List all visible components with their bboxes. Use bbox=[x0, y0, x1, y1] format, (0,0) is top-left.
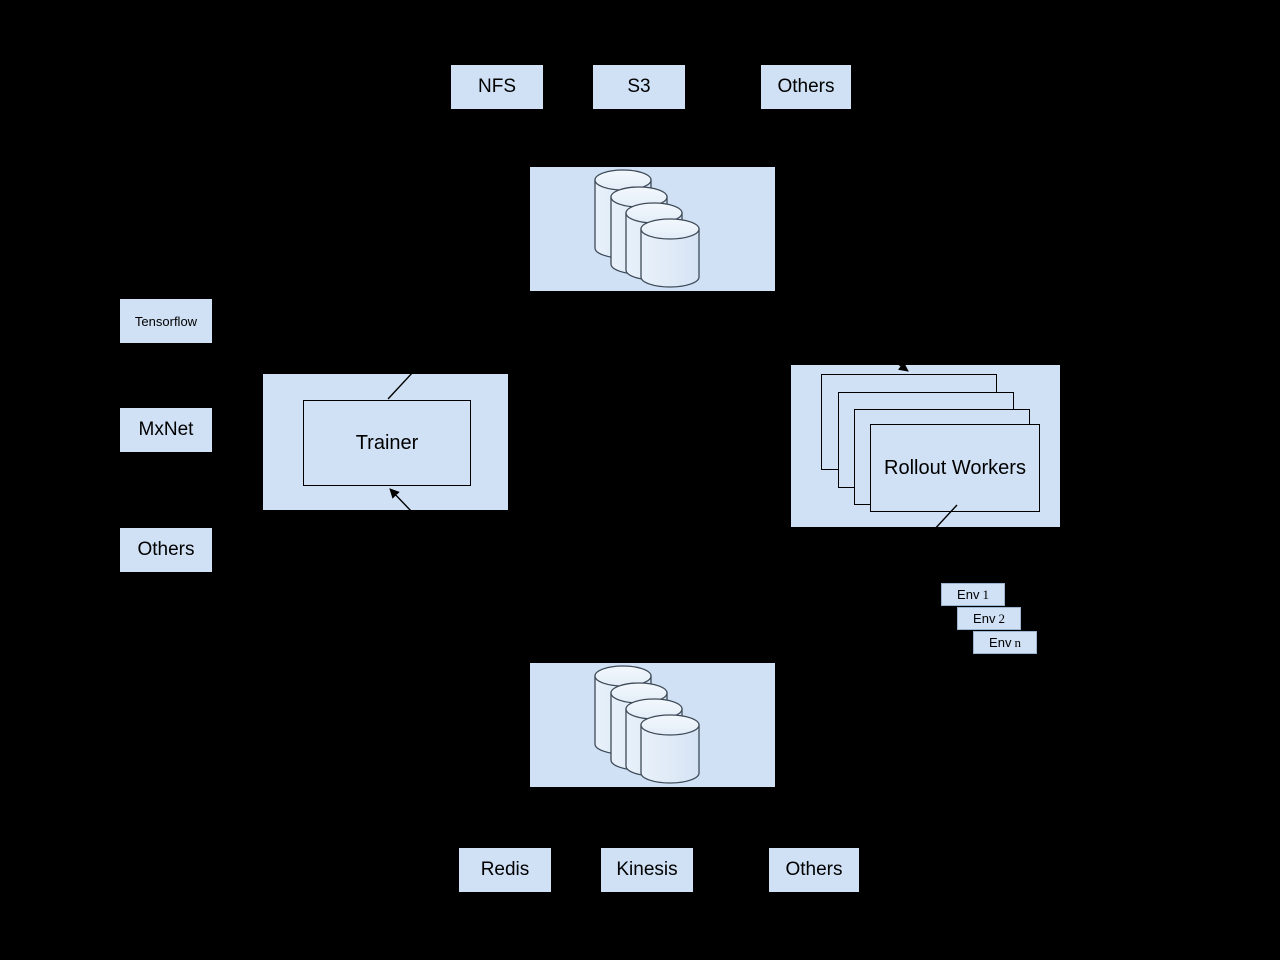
framework-others[interactable]: Others bbox=[120, 528, 212, 572]
env-chip-1-name: Env bbox=[957, 587, 980, 602]
env-chip-n-name: Env bbox=[989, 635, 1012, 650]
framework-tensorflow-label: Tensorflow bbox=[134, 313, 198, 329]
queue-backend-kinesis-label: Kinesis bbox=[616, 859, 678, 880]
env-chip-2-name: Env bbox=[973, 611, 996, 626]
storage-backend-others[interactable]: Others bbox=[761, 65, 851, 109]
storage-backend-nfs-label: NFS bbox=[478, 76, 516, 97]
framework-mxnet[interactable]: MxNet bbox=[120, 408, 212, 452]
storage-backend-s3[interactable]: S3 bbox=[593, 65, 685, 109]
queue-backend-others-label: Others bbox=[785, 859, 843, 880]
env-chip-n-index: n bbox=[1014, 634, 1021, 650]
storage-backend-others-label: Others bbox=[777, 76, 835, 97]
data-store-bottom-panel bbox=[529, 662, 776, 788]
framework-tensorflow[interactable]: Tensorflow bbox=[120, 299, 212, 343]
queue-backend-redis-label: Redis bbox=[480, 859, 530, 880]
env-chip-2-index: 2 bbox=[998, 610, 1005, 626]
queue-backend-redis[interactable]: Redis bbox=[459, 848, 551, 892]
rollout-workers-label: Rollout Workers bbox=[884, 456, 1026, 479]
storage-backend-nfs[interactable]: NFS bbox=[451, 65, 543, 109]
rollout-workers-box[interactable]: Rollout Workers bbox=[870, 424, 1040, 512]
env-chip-1-index: 1 bbox=[982, 586, 989, 602]
trainer-box[interactable]: Trainer bbox=[303, 400, 471, 486]
framework-others-label: Others bbox=[137, 539, 195, 560]
framework-mxnet-label: MxNet bbox=[138, 419, 194, 440]
queue-backend-kinesis[interactable]: Kinesis bbox=[601, 848, 693, 892]
storage-backend-s3-label: S3 bbox=[627, 76, 651, 97]
trainer-label: Trainer bbox=[355, 431, 419, 454]
data-store-top-panel bbox=[529, 166, 776, 292]
queue-backend-others[interactable]: Others bbox=[769, 848, 859, 892]
